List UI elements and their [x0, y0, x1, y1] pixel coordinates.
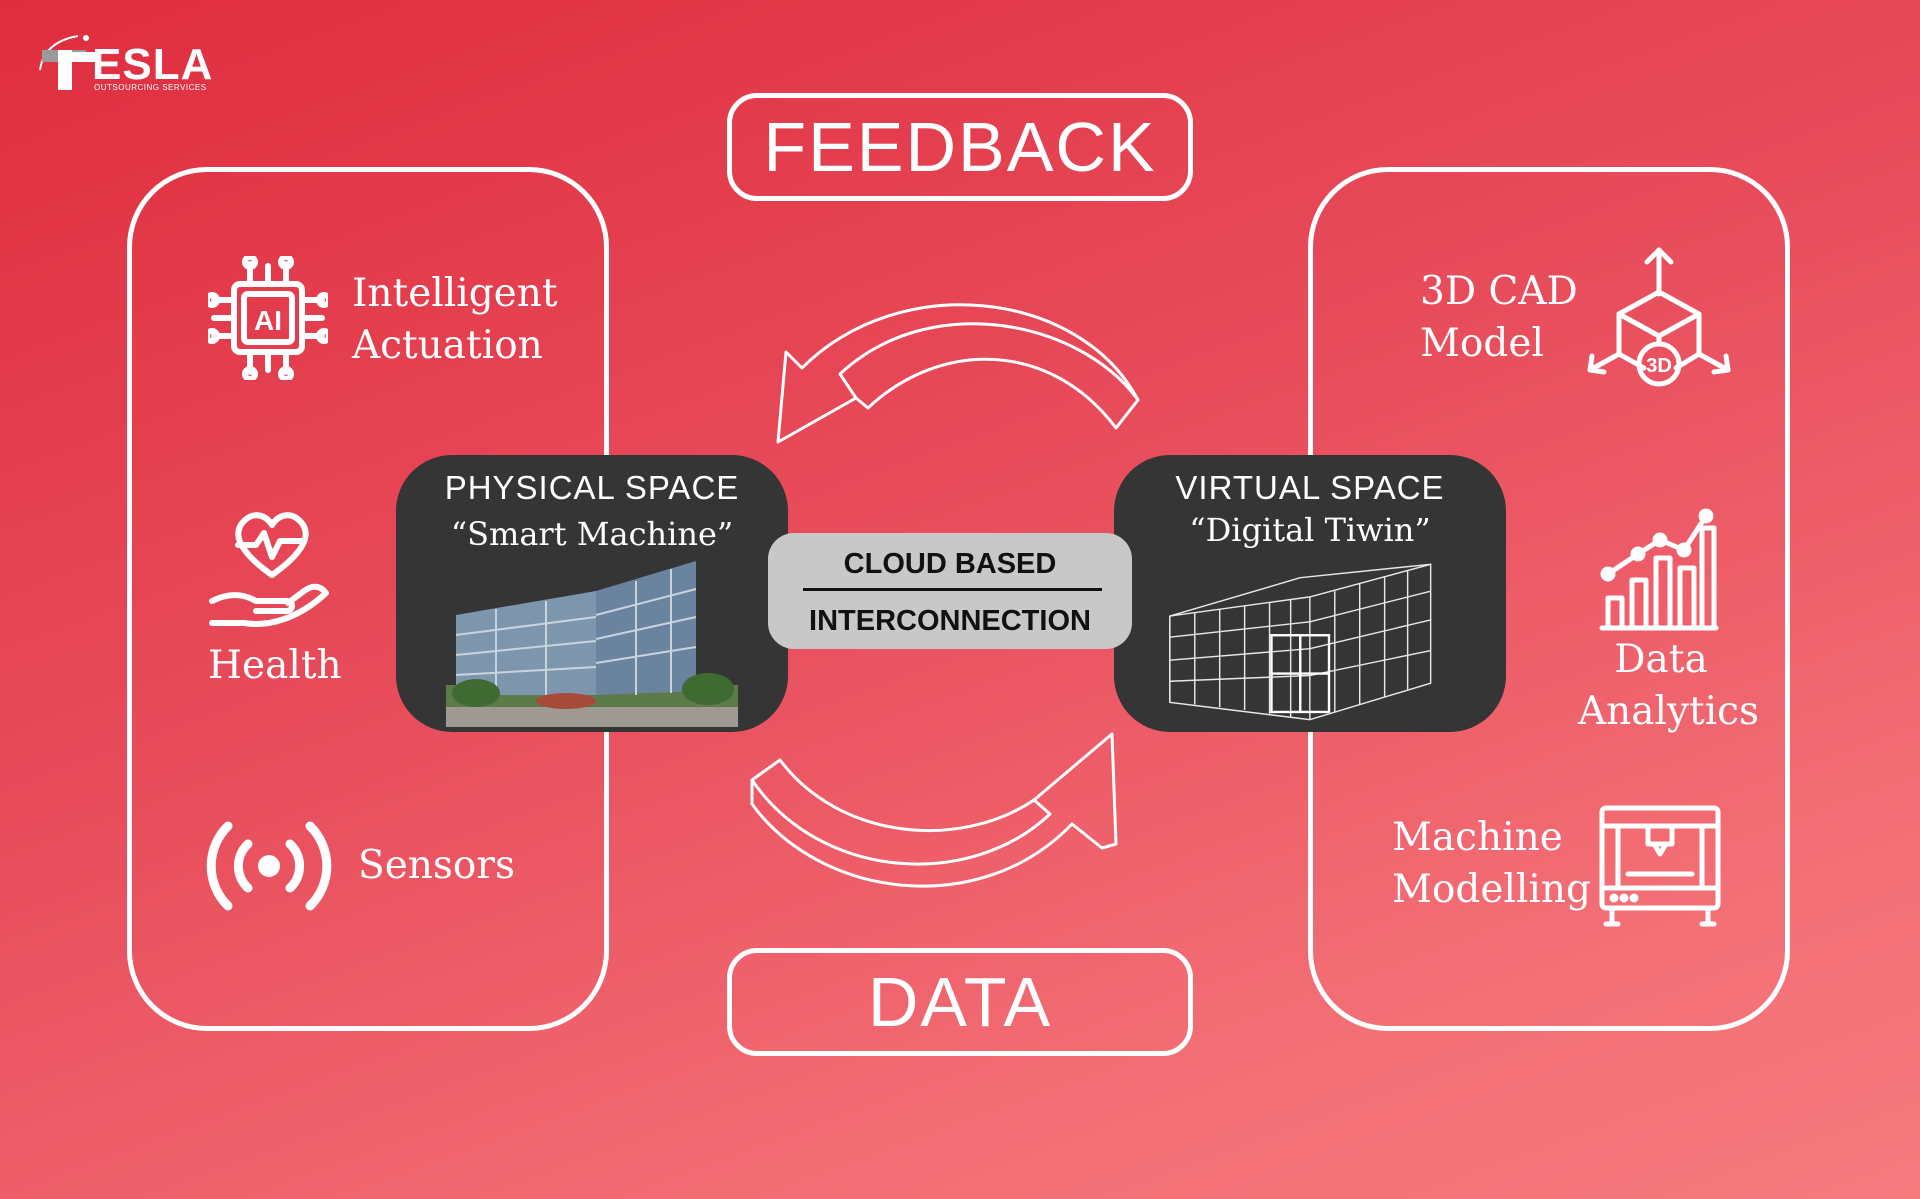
logo-mark-icon [39, 35, 98, 90]
physical-space-subtitle: “Smart Machine” [450, 515, 734, 553]
company-logo: ESLA OUTSOURCING SERVICES [30, 20, 230, 92]
3d-cad-model-label: 3D CAD Model [1420, 269, 1578, 366]
virtual-space-title: VIRTUAL SPACE [1175, 469, 1445, 506]
heart-hand-icon [208, 505, 332, 631]
cloud-divider [803, 588, 1102, 591]
sensor-broadcast-icon [206, 818, 332, 914]
physical-space-card: PHYSICAL SPACE “Smart Machine” [396, 455, 788, 732]
physical-space-title: PHYSICAL SPACE [444, 469, 740, 506]
sensors-label: Sensors [358, 843, 516, 888]
virtual-space-subtitle: “Digital Tiwin” [1189, 511, 1431, 549]
data-arrow-icon [750, 732, 1118, 888]
data-label: DATA [727, 948, 1193, 1056]
cloud-label-bottom: INTERCONNECTION [809, 605, 1091, 637]
logo-wordmark: ESLA [92, 40, 214, 89]
cloud-interconnection-box: CLOUD BASED INTERCONNECTION [768, 533, 1132, 649]
feedback-label: FEEDBACK [727, 93, 1193, 201]
3d-printer-icon [1598, 804, 1722, 930]
virtual-space-card: VIRTUAL SPACE “Digital Tiwin” [1114, 455, 1506, 732]
data-analytics-label: Data Analytics [1578, 637, 1760, 734]
intelligent-actuation-label: Intelligent Actuation [352, 271, 558, 368]
feedback-arrow-icon [776, 303, 1140, 444]
3d-cube-icon: 3D [1584, 244, 1734, 390]
office-building-photo [446, 555, 738, 727]
svg-text:AI: AI [254, 305, 282, 336]
machine-modelling-label: Machine Modelling [1392, 815, 1591, 912]
bar-chart-icon [1598, 508, 1720, 632]
ai-chip-icon: AI [208, 256, 328, 380]
logo-tagline: OUTSOURCING SERVICES [94, 83, 207, 92]
wireframe-building-image [1169, 563, 1432, 721]
cloud-label-top: CLOUD BASED [843, 548, 1057, 580]
svg-text:3D: 3D [1646, 355, 1672, 377]
health-label: Health [208, 643, 342, 688]
